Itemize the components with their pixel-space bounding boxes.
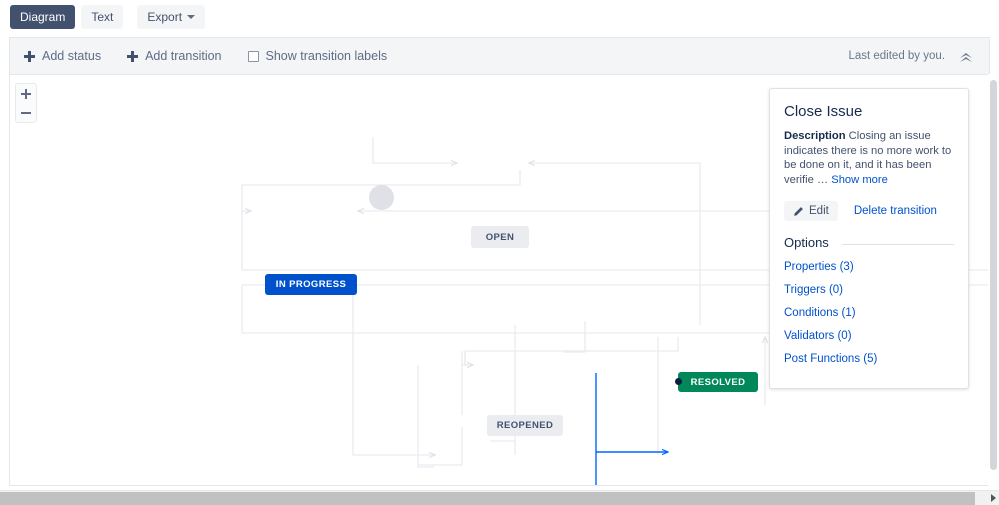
workflow-canvas[interactable]: OPEN IN PROGRESS RESOLVED REOPENED CLOSE… xyxy=(9,74,990,486)
list-item: Validators (0) xyxy=(784,326,954,344)
option-link-post-functions[interactable]: Post Functions (5) xyxy=(784,353,878,366)
zoom-out-button[interactable] xyxy=(16,103,36,122)
add-status-label: Add status xyxy=(42,49,102,63)
description-ellipsis: … xyxy=(816,173,829,186)
toolbar-right-group: Last edited by you. xyxy=(848,49,989,63)
vertical-scrollbar-thumb[interactable] xyxy=(990,80,997,470)
tab-export[interactable]: Export xyxy=(137,4,206,29)
zoom-controls xyxy=(15,83,37,123)
panel-action-row: Edit Delete transition xyxy=(784,201,954,222)
status-node-reopened[interactable]: REOPENED xyxy=(487,415,563,436)
option-link-conditions[interactable]: Conditions (1) xyxy=(784,307,856,320)
horizontal-scrollbar[interactable] xyxy=(0,490,999,505)
description-label: Description xyxy=(784,130,846,142)
status-node-label: OPEN xyxy=(485,231,515,243)
show-more-link[interactable]: Show more xyxy=(831,173,888,186)
vertical-scrollbar[interactable] xyxy=(988,74,999,486)
description-text: Closing an issue indicates there is no m… xyxy=(784,130,952,186)
diagram-toolbar: Add status Add transition Show transitio… xyxy=(9,37,990,74)
chevron-up-double-icon[interactable] xyxy=(959,49,973,63)
connector-dot-resolved[interactable] xyxy=(675,378,682,385)
list-item: Properties (3) xyxy=(784,257,954,275)
option-link-triggers[interactable]: Triggers (0) xyxy=(784,284,843,297)
plus-icon xyxy=(24,50,35,62)
list-item: Post Functions (5) xyxy=(784,349,954,367)
tab-diagram-label: Diagram xyxy=(20,9,66,24)
plus-icon xyxy=(127,50,139,62)
status-node-open[interactable]: OPEN xyxy=(471,226,529,248)
list-item: Triggers (0) xyxy=(784,280,954,298)
option-link-properties[interactable]: Properties (3) xyxy=(784,261,854,274)
options-list: Properties (3) Triggers (0) Conditions (… xyxy=(784,257,954,367)
add-status-button[interactable]: Add status xyxy=(24,49,101,63)
tab-diagram[interactable]: Diagram xyxy=(10,4,76,29)
status-node-in-progress[interactable]: IN PROGRESS xyxy=(265,274,357,295)
chevron-down-icon xyxy=(187,15,196,19)
pencil-icon xyxy=(794,206,803,216)
show-transition-labels-label: Show transition labels xyxy=(265,49,388,63)
options-heading: Options xyxy=(784,235,954,250)
last-edited-text: Last edited by you. xyxy=(848,50,945,62)
panel-description: Description Closing an issue indicates t… xyxy=(784,129,954,187)
status-node-label: IN PROGRESS xyxy=(275,279,347,290)
status-node-label: REOPENED xyxy=(496,420,554,431)
transition-detail-panel: Close Issue Description Closing an issue… xyxy=(769,88,969,390)
show-transition-labels-checkbox[interactable]: Show transition labels xyxy=(247,49,388,63)
view-tab-strip: Diagram Text Export xyxy=(0,0,999,33)
panel-title: Close Issue xyxy=(784,103,863,120)
edit-button-label: Edit xyxy=(809,205,829,218)
checkbox-box[interactable] xyxy=(247,50,259,62)
selected-transition-edge xyxy=(595,373,668,485)
option-link-validators[interactable]: Validators (0) xyxy=(784,330,852,343)
status-node-label: RESOLVED xyxy=(690,376,746,388)
tab-text-label: Text xyxy=(91,9,114,24)
edit-button[interactable]: Edit xyxy=(784,201,838,222)
scroll-right-arrow-icon[interactable] xyxy=(991,494,996,502)
delete-transition-button[interactable]: Delete transition xyxy=(853,205,937,218)
tab-export-label: Export xyxy=(147,9,183,24)
status-node-resolved[interactable]: RESOLVED xyxy=(678,372,758,392)
list-item: Conditions (1) xyxy=(784,303,954,321)
start-node[interactable] xyxy=(369,185,394,210)
tab-text[interactable]: Text xyxy=(81,4,124,29)
horizontal-scrollbar-thumb[interactable] xyxy=(0,492,975,505)
add-transition-label: Add transition xyxy=(145,49,222,63)
zoom-in-button[interactable] xyxy=(16,84,36,103)
add-transition-button[interactable]: Add transition xyxy=(127,49,222,63)
